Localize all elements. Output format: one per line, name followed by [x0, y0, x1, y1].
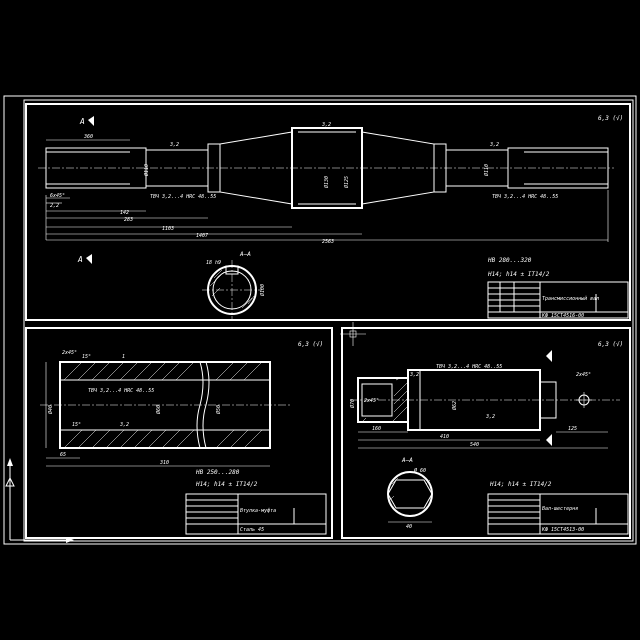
top-sheet: 360 6x45° 2,2 142 283 1103 1407 2563 ТВЧ… [25, 103, 631, 321]
top-section-view: A–A 18 h9 Ø100 [202, 251, 266, 320]
top-title-code: КФ 15СТ4516-00 [541, 313, 584, 319]
dia-right: Ø110 [483, 164, 490, 176]
bl-dia1: Ø60 [155, 405, 162, 414]
bl-title-sheet: Сталь 45 [240, 527, 264, 533]
bl-roughness: 6,3 (√) [298, 341, 323, 348]
bottom-right-sheet: 6,3 (√) ТВЧ 3,2...4 HRC 48..55 2x45° 2x4… [341, 327, 631, 539]
bl-title-block: Втулка-муфта Сталь 45 [185, 493, 327, 535]
sleeve-hatch [63, 361, 263, 449]
top-section-label: A–A [239, 251, 251, 258]
bottom-left-border [25, 327, 333, 539]
svg-text:A: A [79, 117, 85, 126]
roughness-small-2: 3,2 [321, 122, 331, 128]
br-dia: Ø70 [349, 399, 356, 408]
br-len2: 410 [440, 434, 449, 440]
br-rough1: 3,2 [409, 372, 419, 378]
top-dimensions [45, 139, 609, 242]
br-section-view: A–A Ø 60 40 [387, 457, 433, 530]
br-len1: 160 [372, 426, 381, 432]
outer-frame [3, 95, 637, 545]
thread-left: ТВЧ 3,2...4 HRC 48..55 [150, 194, 216, 200]
key-dim: 18 h9 [206, 260, 221, 266]
bl-rough1: 1 [122, 354, 125, 360]
dim-chamfer: 6x45° [50, 193, 65, 199]
dia-mid2: Ø125 [343, 176, 350, 188]
bl-len-total: 310 [159, 460, 169, 466]
dim-d3: 1103 [162, 226, 174, 232]
bl-hardness: HB 250...280 [195, 469, 240, 476]
top-hardness: HB 280...320 [487, 257, 532, 264]
br-title-block: Вал-шестерня КФ 15СТ4513-00 [487, 493, 629, 535]
bl-angle2: 15° [72, 422, 81, 428]
br-section-dia: Ø 60 [414, 467, 426, 474]
dim-total: 2563 [322, 239, 334, 245]
br-title-code: КФ 15СТ4513-00 [541, 527, 584, 533]
bl-len-small: 65 [60, 452, 66, 458]
bl-top-chamfer: 2x45° [62, 350, 77, 356]
ucs-axis-icon [5, 458, 74, 543]
br-rough2: 3,2 [485, 414, 495, 420]
bottom-right-border [341, 327, 631, 539]
inner-frame [23, 99, 634, 542]
br-len-total: 540 [470, 442, 479, 448]
svg-text:A: A [77, 255, 83, 264]
dim-d1: 142 [120, 210, 129, 216]
bl-bore: Ø40 [47, 405, 54, 414]
bl-title-name: Втулка-муфта [240, 508, 276, 514]
section-dim: Ø100 [259, 284, 266, 296]
br-len3: 125 [568, 426, 577, 432]
br-thread: ТВЧ 3,2...4 HRC 48..55 [436, 364, 502, 370]
dim-d2: 283 [124, 217, 133, 223]
bl-dia2: Ø50 [215, 405, 222, 414]
top-sheet-border [25, 103, 631, 321]
br-tolerance: H14; h14 ± IT14/2 [489, 481, 552, 488]
top-title-name: Трансмиссионный вал [542, 296, 599, 302]
section-marker-top: A A [77, 116, 94, 264]
dia-left: Ø110 [143, 164, 150, 176]
bl-thread: ТВЧ 3,2...4 HRC 48..55 [88, 388, 154, 394]
br-section-width: 40 [406, 524, 412, 530]
dim-small-step: 2,2 [50, 203, 59, 209]
bl-rough2: 3,2 [119, 422, 129, 428]
br-title-name: Вал-шестерня [542, 506, 578, 512]
bl-tolerance: H14; h14 ± IT14/2 [195, 481, 258, 488]
dim-left-len: 360 [83, 134, 93, 140]
dim-d4: 1407 [196, 233, 208, 239]
bottom-left-sheet: 6,3 (√) 2x45° 15° 1 ТВЧ 3,2...4 HRC 48..… [25, 327, 333, 539]
br-chamfer: 2x45° [364, 398, 379, 404]
top-title-block: Трансмиссионный вал КФ 15СТ4516-00 [487, 281, 629, 319]
top-tolerance: H14; h14 ± IT14/2 [487, 271, 550, 278]
thread-right: ТВЧ 3,2...4 HRC 48..55 [492, 194, 558, 200]
dia-mid: Ø130 [323, 176, 330, 188]
top-shaft [45, 127, 609, 209]
top-roughness: 6,3 (√) [598, 115, 623, 122]
br-chamfer2: 2x45° [576, 372, 591, 378]
crosshair-cursor-icon [340, 322, 366, 346]
br-roughness: 6,3 (√) [598, 341, 623, 348]
roughness-small-1: 3,2 [169, 142, 179, 148]
br-section-label: A–A [401, 457, 413, 464]
br-dia2: Ø62 [451, 401, 458, 410]
bl-angle1: 15° [82, 354, 91, 360]
roughness-small-3: 3,2 [489, 142, 499, 148]
